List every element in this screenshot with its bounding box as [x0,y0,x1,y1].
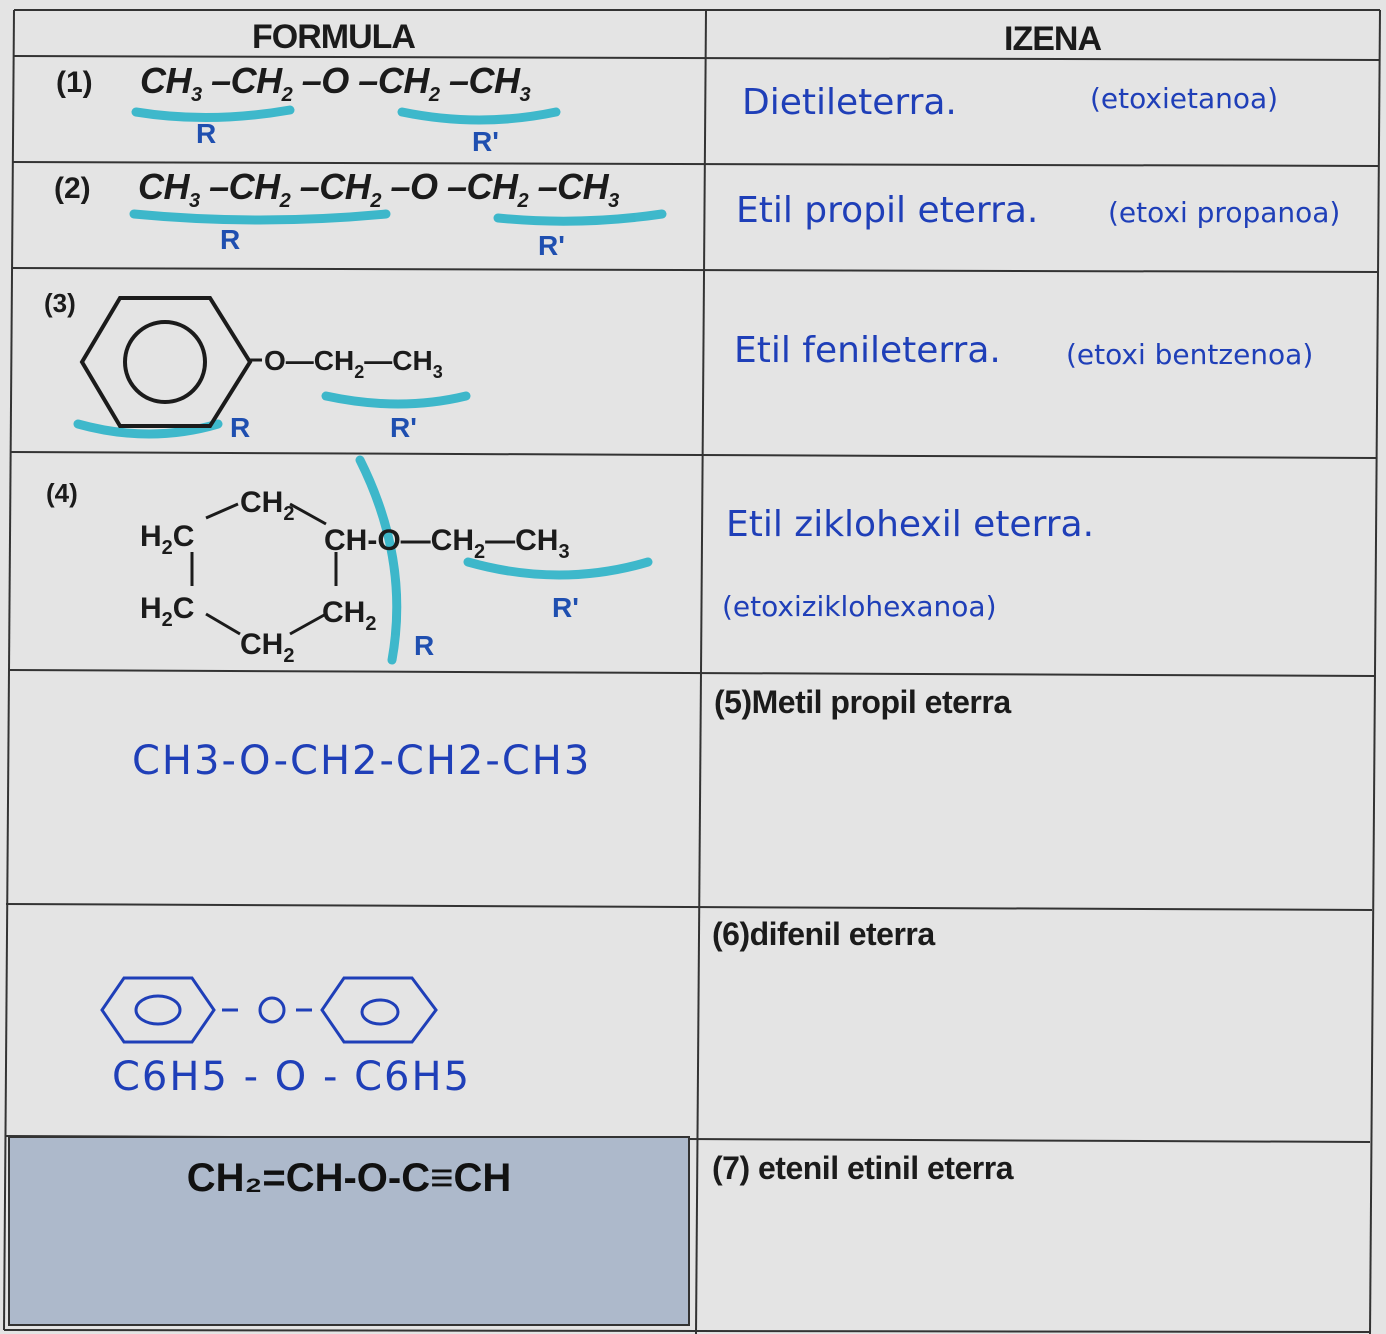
row1-alt-name: (etoxietanoa) [1090,82,1279,115]
row6-structure [100,976,438,1044]
row2-label-r-prime: R' [538,230,565,261]
svg-text:O—CH2—CH3: O—CH2—CH3 [264,345,443,382]
svg-text:CH2: CH2 [322,596,376,635]
row5-name: (5)Metil propil eterra [714,684,1011,720]
svg-text:H2C: H2C [140,520,194,559]
row4-label-r-prime: R' [552,592,579,623]
row2-formula: CH3 –CH2 –CH2 –O –CH2 –CH3 [138,166,619,213]
row4-structure: CH2 H2C CH-O—CH2—CH3 H2C CH2 CH2 [140,486,570,667]
row2-label-r: R [220,224,241,255]
row4-alt-name: (etoxiziklohexanoa) [722,590,997,623]
row3-label-r-prime: R' [390,412,417,443]
row2-name: Etil propil eterra. [736,190,1039,231]
row6-formula: C6H5 - O - C6H5 [112,1054,472,1100]
row5-formula: CH3-O-CH2-CH2-CH3 [132,738,592,784]
row4-label-r: R [414,630,435,661]
row6-name: (6)difenil eterra [712,916,935,952]
svg-text:CH2: CH2 [240,486,294,525]
row4-name: Etil ziklohexil eterra. [726,504,1095,545]
row1-formula: CH3 –CH2 –O –CH2 –CH3 [140,60,531,107]
row3-number: (3) [44,288,76,318]
row2-alt-name: (etoxi propanoa) [1108,196,1341,229]
row1-label-r: R [196,118,217,149]
row3-label-r: R [230,412,251,443]
svg-text:H2C: H2C [140,592,194,631]
row1-number: (1) [56,66,93,99]
header-name: IZENA [1004,20,1102,58]
svg-text:CH2: CH2 [240,628,294,667]
row7-formula-box: CH₂=CH-O-C≡CH [8,1136,690,1326]
header-formula: FORMULA [252,18,416,56]
row3-alt-name: (etoxi bentzenoa) [1066,338,1314,371]
row7-formula: CH₂=CH-O-C≡CH [186,1156,512,1200]
row7-name: (7) etenil etinil eterra [712,1150,1013,1186]
row2-number: (2) [54,172,91,205]
svg-text:CH-O—CH2—CH3: CH-O—CH2—CH3 [324,524,570,563]
row1-label-r-prime: R' [472,126,499,157]
row3-structure: O—CH2—CH3 [79,296,443,428]
row4-number: (4) [46,478,78,508]
row3-name: Etil fenileterra. [734,330,1001,371]
row1-name: Dietileterra. [742,82,957,123]
